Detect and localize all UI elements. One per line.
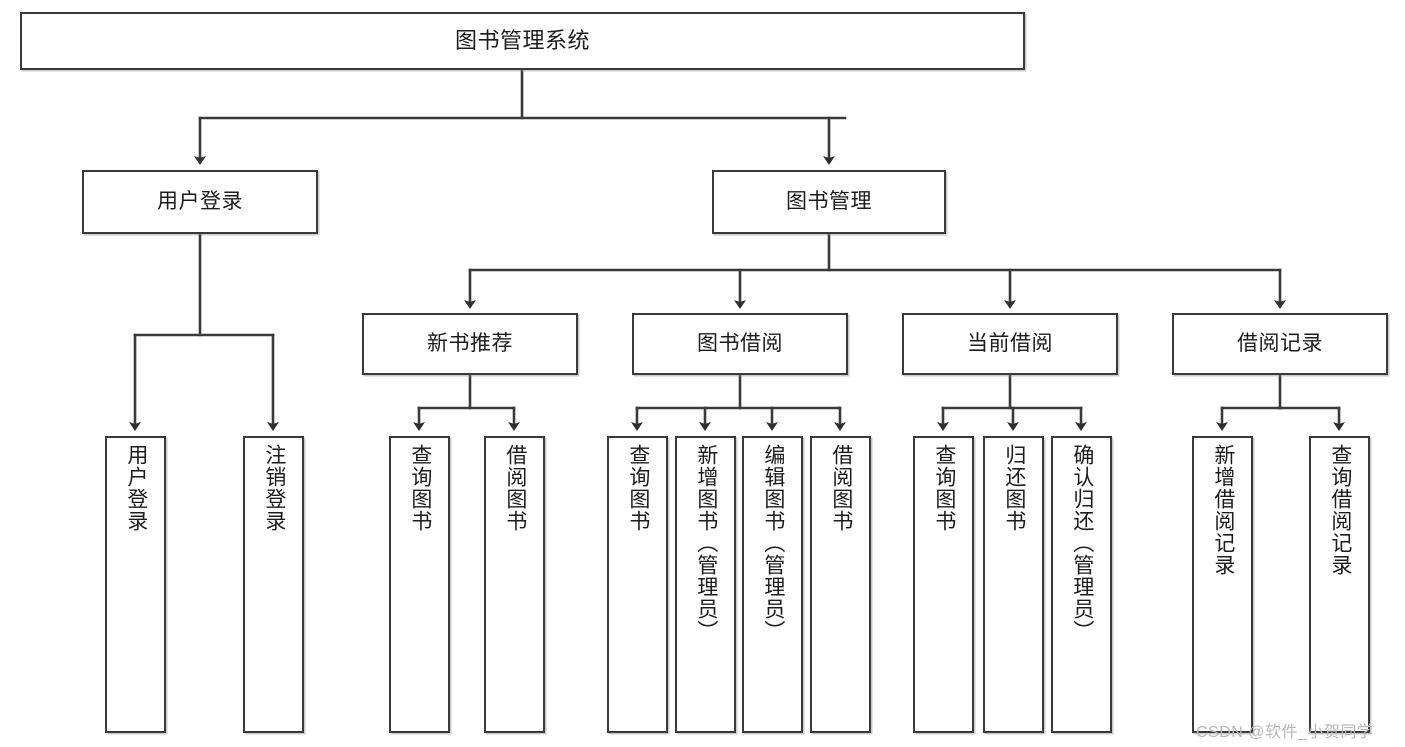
node-book-borrow[interactable]: 图书借阅 — [632, 313, 848, 375]
node-bb-borrow-book-label: 借阅图书 — [829, 444, 853, 532]
node-user-login[interactable]: 用户登录 — [82, 170, 318, 234]
node-user-login-label: 用户登录 — [157, 190, 243, 214]
csdn-watermark: CSDN @软件_小贺同学 — [1196, 724, 1374, 741]
node-root-label: 图书管理系统 — [454, 27, 590, 53]
node-borrow-record[interactable]: 借阅记录 — [1172, 313, 1388, 375]
node-nbr-query-book[interactable]: 查询图书 — [389, 436, 450, 733]
node-br-query-record-label: 查询借阅记录 — [1328, 444, 1352, 576]
node-current-borrow-label: 当前借阅 — [967, 332, 1053, 356]
node-bb-add-book[interactable]: 新增图书（管理员） — [675, 436, 736, 733]
node-bb-query-book-label: 查询图书 — [626, 444, 650, 532]
node-borrow-record-label: 借阅记录 — [1237, 332, 1323, 356]
node-bb-add-book-label: 新增图书（管理员） — [694, 444, 718, 642]
node-user-login-do[interactable]: 用户登录 — [105, 436, 166, 733]
node-br-add-record[interactable]: 新增借阅记录 — [1192, 436, 1253, 733]
node-bb-borrow-book[interactable]: 借阅图书 — [810, 436, 871, 733]
node-book-manage[interactable]: 图书管理 — [712, 170, 946, 234]
node-bb-query-book[interactable]: 查询图书 — [607, 436, 668, 733]
node-cb-query-book[interactable]: 查询图书 — [913, 436, 974, 733]
node-nbr-borrow-book[interactable]: 借阅图书 — [484, 436, 545, 733]
node-nbr-query-book-label: 查询图书 — [408, 444, 432, 532]
node-cb-confirm-return[interactable]: 确认归还（管理员） — [1051, 436, 1112, 733]
node-new-book-rec[interactable]: 新书推荐 — [362, 313, 578, 375]
node-br-add-record-label: 新增借阅记录 — [1211, 444, 1235, 576]
node-br-query-record[interactable]: 查询借阅记录 — [1309, 436, 1370, 733]
node-user-login-do-label: 用户登录 — [124, 444, 148, 532]
node-user-logout[interactable]: 注销登录 — [243, 436, 304, 733]
node-cb-query-book-label: 查询图书 — [932, 444, 956, 532]
node-cb-confirm-return-label: 确认归还（管理员） — [1070, 444, 1094, 642]
node-root[interactable]: 图书管理系统 — [20, 12, 1025, 70]
node-bb-edit-book[interactable]: 编辑图书（管理员） — [742, 436, 803, 733]
node-nbr-borrow-book-label: 借阅图书 — [503, 444, 527, 532]
node-current-borrow[interactable]: 当前借阅 — [902, 313, 1118, 375]
node-user-logout-label: 注销登录 — [262, 444, 286, 532]
node-new-book-rec-label: 新书推荐 — [427, 332, 513, 356]
node-bb-edit-book-label: 编辑图书（管理员） — [761, 444, 785, 642]
node-book-borrow-label: 图书借阅 — [697, 332, 783, 356]
node-book-manage-label: 图书管理 — [786, 190, 872, 214]
node-cb-return-book-label: 归还图书 — [1002, 444, 1026, 532]
node-cb-return-book[interactable]: 归还图书 — [983, 436, 1044, 733]
